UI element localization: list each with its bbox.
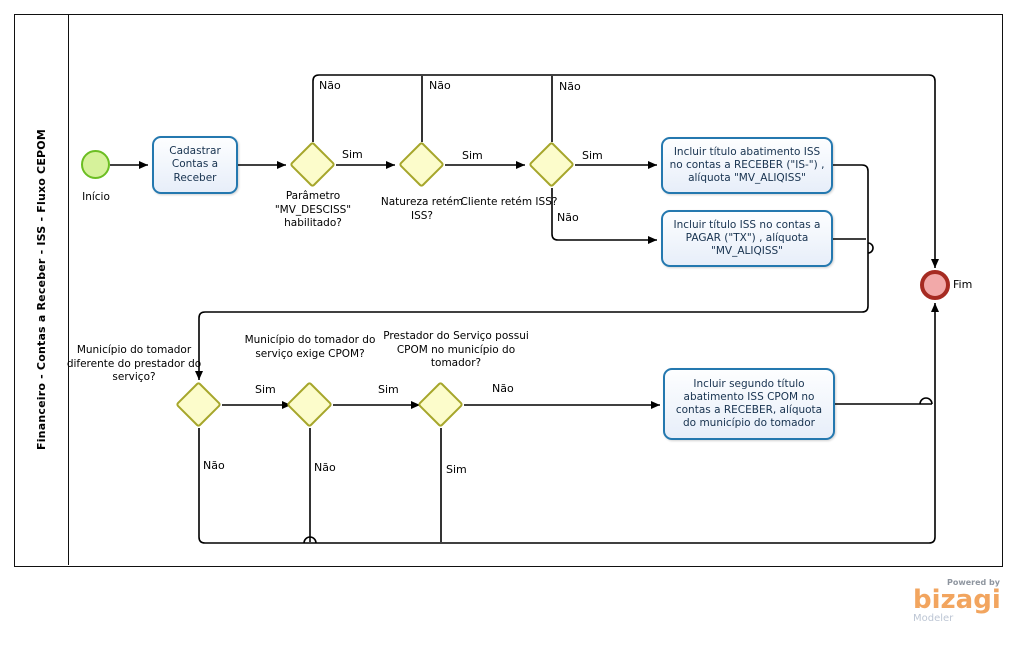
task-cadastrar-contas[interactable]: Cadastrar Contas a Receber	[152, 136, 238, 194]
bizagi-modeler-text: Modeler	[913, 613, 954, 624]
gateway-cliente-label: Cliente retém ISS?	[460, 196, 558, 208]
lane-title: Financeiro - Contas a Receber - ISS - Fl…	[34, 128, 48, 451]
edge-label-sim-gw1: Sim	[342, 148, 363, 161]
edge-label-nao-gw4-down: Não	[203, 459, 225, 472]
edge-label-nao-gw1-up: Não	[319, 79, 341, 92]
process-pool	[14, 14, 1003, 567]
end-event[interactable]	[920, 270, 950, 300]
edge-label-nao-gw5-down: Não	[314, 461, 336, 474]
edge-label-nao-gw3-down: Não	[557, 211, 579, 224]
edge-label-sim-gw4: Sim	[255, 383, 276, 396]
task-incluir-iss-pagar[interactable]: Incluir título ISS no contas a PAGAR ("T…	[661, 210, 833, 267]
bizagi-logo: bizagi	[913, 585, 1001, 615]
start-event[interactable]	[81, 150, 110, 179]
start-event-label: Início	[82, 191, 110, 203]
gateway-natureza-label: Natureza retém ISS?	[380, 196, 464, 222]
lane-divider	[68, 14, 69, 565]
end-event-label: Fim	[953, 278, 973, 291]
bizagi-branding: Powered by bizagi Modeler	[913, 578, 1003, 624]
edge-label-nao-gw3-up: Não	[559, 80, 581, 93]
task-incluir-abatimento-receber[interactable]: Incluir título abatimento ISS no contas …	[661, 137, 833, 194]
edge-label-sim-gw5: Sim	[378, 383, 399, 396]
edge-label-nao-gw2-up: Não	[429, 79, 451, 92]
task-incluir-segundo-titulo-cpom[interactable]: Incluir segundo título abatimento ISS CP…	[663, 368, 835, 440]
gateway-parametro-label: Parâmetro "MV_DESCISS" habilitado?	[274, 190, 352, 230]
powered-by-text: Powered by	[947, 578, 1000, 587]
gateway-municipio-diferente-label: Município do tomador diferente do presta…	[66, 344, 202, 384]
edge-label-nao-gw6: Não	[492, 382, 514, 395]
edge-label-sim-gw3: Sim	[582, 149, 603, 162]
gateway-exige-cpom-label: Município do tomador do serviço exige CP…	[244, 334, 376, 360]
edge-label-sim-gw6-down: Sim	[446, 463, 467, 476]
edge-label-sim-gw2: Sim	[462, 149, 483, 162]
lane-header: Financeiro - Contas a Receber - ISS - Fl…	[14, 14, 68, 565]
gateway-possui-cpom-label: Prestador do Serviço possui CPOM no muni…	[383, 330, 529, 370]
